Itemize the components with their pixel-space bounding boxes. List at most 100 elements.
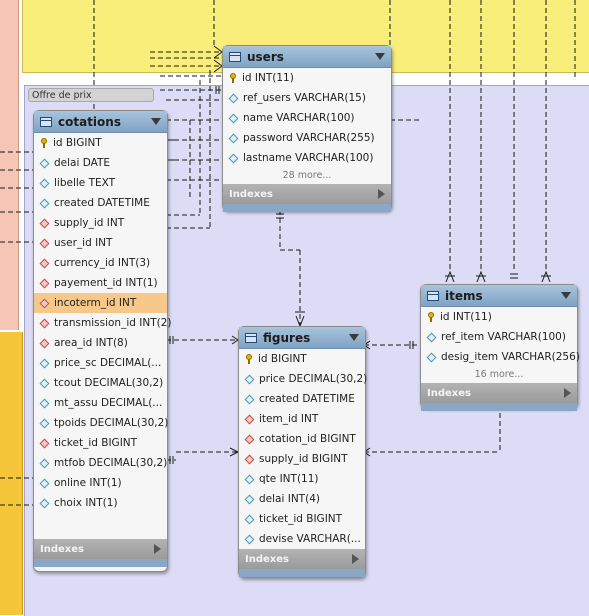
column-row[interactable]: id INT(11) [223, 68, 391, 88]
indexes-footer[interactable]: Indexes [421, 383, 577, 403]
column-row[interactable]: choix INT(1) [34, 493, 167, 513]
column-row[interactable]: desig_item VARCHAR(256) [421, 347, 580, 367]
foreign-key-icon [39, 318, 50, 328]
expand-arrow-icon[interactable] [564, 388, 571, 398]
collapse-arrow-icon[interactable] [561, 292, 571, 299]
more-columns-label[interactable]: 16 more... [474, 369, 524, 380]
column-row[interactable]: supply_id INT [34, 213, 167, 233]
column-label: ref_item VARCHAR(100) [441, 331, 566, 343]
region-label: Offre de prix [28, 88, 154, 102]
expand-arrow-icon[interactable] [378, 189, 385, 199]
column-row[interactable]: created DATETIME [239, 389, 365, 409]
column-row[interactable]: price_sc DECIMAL(... [34, 353, 167, 373]
items-table-header[interactable]: items [421, 285, 577, 307]
column-row[interactable]: password VARCHAR(255) [223, 128, 391, 148]
column-label: id BIGINT [53, 137, 102, 149]
cotations-table-header[interactable]: cotations [34, 111, 167, 133]
column-icon [244, 394, 255, 404]
users-table-header[interactable]: users [223, 46, 391, 68]
column-label: desig_item VARCHAR(256) [441, 351, 580, 363]
column-label: mt_assu DECIMAL(... [54, 397, 163, 409]
primary-key-icon [229, 73, 237, 83]
column-label: ticket_id BIGINT [54, 437, 138, 449]
items-columns: id INT(11) ref_item VARCHAR(100) desig_ite… [421, 307, 580, 367]
column-label: created DATETIME [259, 393, 355, 405]
column-row[interactable]: supply_id BIGINT [239, 449, 365, 469]
column-icon [39, 498, 50, 508]
column-label: mtfob DECIMAL(30,2) [54, 457, 168, 469]
foreign-key-icon [244, 414, 255, 424]
column-row[interactable]: price DECIMAL(30,2) [239, 369, 368, 389]
column-row[interactable]: user_id INT [34, 233, 167, 253]
column-row[interactable]: incoterm_id INT [34, 293, 167, 313]
collapse-arrow-icon[interactable] [375, 53, 385, 60]
foreign-key-icon [39, 258, 50, 268]
indexes-footer[interactable]: Indexes [239, 549, 365, 569]
foreign-key-icon [39, 218, 50, 228]
column-row[interactable]: online INT(1) [34, 473, 167, 493]
items-table[interactable]: items id INT(11) ref_item VARCHAR(100) des… [420, 284, 580, 411]
column-row[interactable]: ticket_id BIGINT [34, 433, 167, 453]
column-label: item_id INT [259, 413, 319, 425]
column-icon [244, 374, 255, 384]
column-row[interactable]: delai INT(4) [239, 489, 365, 509]
column-row[interactable]: tpoids DECIMAL(30,2) [34, 413, 168, 433]
figures-table[interactable]: figures id BIGINT price DECIMAL(30,2) crea… [238, 326, 368, 578]
column-label: ticket_id BIGINT [259, 513, 343, 525]
column-row[interactable]: cotation_id BIGINT [239, 429, 365, 449]
expand-arrow-icon[interactable] [154, 544, 161, 554]
column-row[interactable]: lastname VARCHAR(100) [223, 148, 391, 168]
column-icon [39, 478, 50, 488]
indexes-label: Indexes [40, 543, 84, 555]
column-row[interactable]: id INT(11) [421, 307, 577, 327]
table-footer-bar [239, 569, 365, 577]
collapse-arrow-icon[interactable] [349, 334, 359, 341]
column-icon [39, 458, 50, 468]
more-columns-label[interactable]: 28 more... [282, 170, 332, 181]
column-icon [244, 534, 255, 544]
column-row[interactable]: ref_item VARCHAR(100) [421, 327, 577, 347]
column-row[interactable]: transmission_id INT(2) [34, 313, 171, 333]
column-label: currency_id INT(3) [54, 257, 151, 269]
column-label: created DATETIME [54, 197, 150, 209]
indexes-footer[interactable]: Indexes [34, 539, 167, 559]
column-row[interactable]: delai DATE [34, 153, 167, 173]
column-row[interactable]: ticket_id BIGINT [239, 509, 365, 529]
column-row[interactable]: created DATETIME [34, 193, 167, 213]
expand-arrow-icon[interactable] [352, 554, 359, 564]
column-row[interactable]: payement_id INT(1) [34, 273, 167, 293]
indexes-footer[interactable]: Indexes [223, 184, 391, 204]
column-label: transmission_id INT(2) [54, 317, 172, 329]
column-icon [39, 418, 50, 428]
indexes-label: Indexes [245, 553, 289, 565]
column-icon [426, 352, 437, 362]
column-row[interactable]: qte INT(11) [239, 469, 365, 489]
primary-key-icon [245, 354, 253, 364]
users-table[interactable]: users id INT(11) ref_users VARCHAR(15) nam… [222, 45, 392, 212]
column-label: ref_users VARCHAR(15) [243, 92, 366, 104]
column-icon [228, 113, 239, 123]
foreign-key-icon [244, 434, 255, 444]
column-row[interactable]: area_id INT(8) [34, 333, 167, 353]
column-row[interactable]: libelle TEXT [34, 173, 167, 193]
column-row[interactable]: id BIGINT [34, 133, 167, 153]
figures-table-header[interactable]: figures [239, 327, 365, 349]
column-icon [39, 198, 50, 208]
column-row[interactable]: id BIGINT [239, 349, 365, 369]
column-label: price DECIMAL(30,2) [259, 373, 368, 385]
column-icon [39, 178, 50, 188]
column-row[interactable]: name VARCHAR(100) [223, 108, 391, 128]
column-icon [426, 332, 437, 342]
column-row[interactable]: item_id INT [239, 409, 365, 429]
column-row[interactable]: ref_users VARCHAR(15) [223, 88, 391, 108]
column-label: choix INT(1) [54, 497, 118, 509]
users-columns: id INT(11) ref_users VARCHAR(15) name VARC… [223, 68, 391, 168]
column-row[interactable]: mt_assu DECIMAL(... [34, 393, 167, 413]
column-row[interactable]: tcout DECIMAL(30,2) [34, 373, 167, 393]
collapse-arrow-icon[interactable] [151, 118, 161, 125]
column-row[interactable]: currency_id INT(3) [34, 253, 167, 273]
column-row[interactable]: mtfob DECIMAL(30,2) [34, 453, 167, 473]
column-row[interactable]: devise VARCHAR(... [239, 529, 365, 549]
indexes-label: Indexes [229, 188, 273, 200]
